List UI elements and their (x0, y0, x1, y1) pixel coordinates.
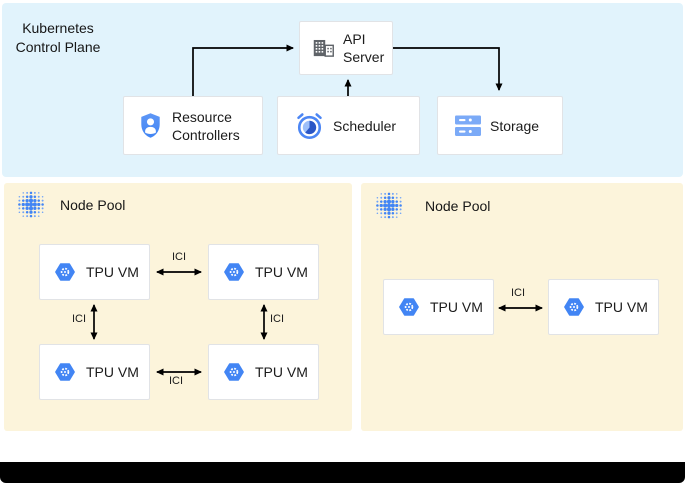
building-icon (313, 38, 334, 58)
tpu-vm-box: TPU VM (548, 279, 659, 335)
ici-link-label: ICI (171, 251, 187, 263)
tpu-vm-label: TPU VM (255, 364, 308, 380)
node-pool-dots-icon (374, 191, 404, 225)
tpu-hexagon-icon (54, 362, 76, 382)
resource-controllers-label: Resource Controllers (172, 108, 240, 143)
storage-disks-icon (455, 115, 481, 137)
bottom-bar (0, 462, 685, 483)
node-pool-label-left: Node Pool (60, 197, 126, 213)
control-plane-title: Kubernetes Control Plane (10, 19, 106, 57)
tpu-hexagon-icon (223, 262, 245, 282)
tpu-vm-box: TPU VM (383, 279, 494, 335)
ici-link-label: ICI (71, 313, 87, 325)
tpu-vm-label: TPU VM (86, 364, 139, 380)
control-plane-title-line2: Control Plane (15, 39, 101, 55)
control-plane-title-line1: Kubernetes (22, 20, 94, 36)
node-pool-label-right: Node Pool (425, 198, 491, 214)
tpu-vm-label: TPU VM (595, 299, 648, 315)
tpu-vm-label: TPU VM (430, 299, 483, 315)
tpu-vm-box: TPU VM (208, 244, 319, 300)
resource-controllers-box: Resource Controllers (123, 96, 263, 155)
tpu-vm-box: TPU VM (39, 344, 150, 400)
node-pool-dots-icon (16, 190, 46, 224)
scheduler-label: Scheduler (333, 117, 397, 134)
scheduler-box: Scheduler (277, 96, 420, 155)
tpu-vm-label: TPU VM (86, 264, 139, 280)
tpu-vm-box: TPU VM (208, 344, 319, 400)
ici-link-label: ICI (510, 287, 526, 299)
ici-link-label: ICI (168, 375, 184, 387)
scheduler-clock-icon (295, 111, 324, 141)
tpu-hexagon-icon (54, 262, 76, 282)
shield-user-icon (139, 112, 162, 139)
tpu-hexagon-icon (223, 362, 245, 382)
api-server-label: API Server (343, 31, 385, 65)
storage-box: Storage (437, 96, 563, 155)
tpu-hexagon-icon (398, 297, 420, 317)
tpu-vm-box: TPU VM (39, 244, 150, 300)
storage-label: Storage (490, 117, 540, 134)
tpu-hexagon-icon (563, 297, 585, 317)
tpu-vm-label: TPU VM (255, 264, 308, 280)
api-server-box: API Server (299, 21, 393, 75)
ici-link-label: ICI (269, 313, 285, 325)
